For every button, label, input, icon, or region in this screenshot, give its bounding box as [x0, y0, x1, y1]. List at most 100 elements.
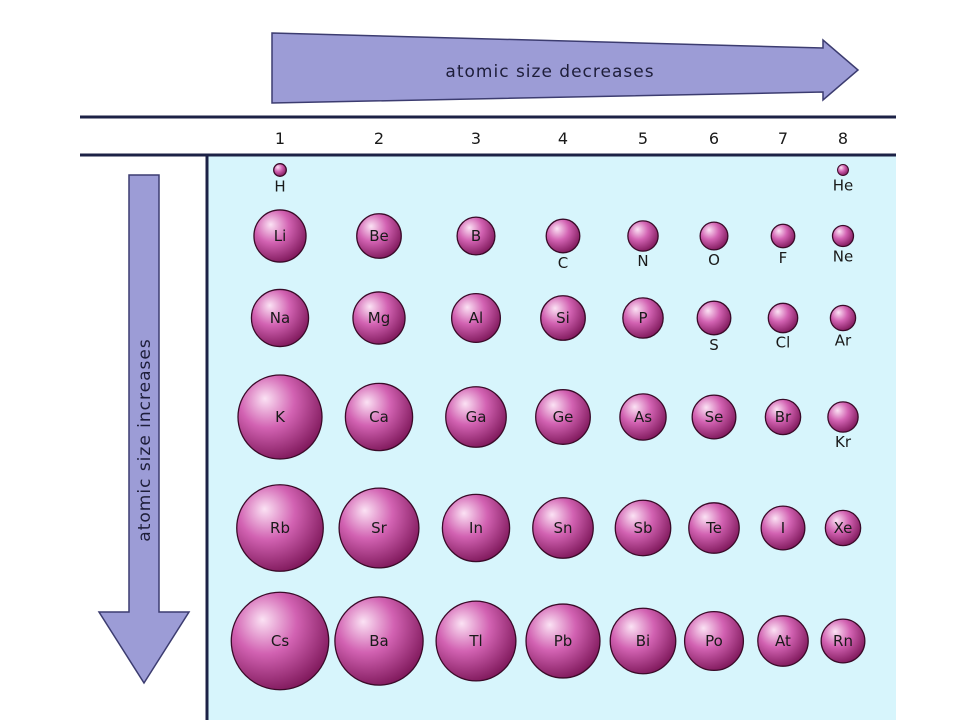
atom-in: In — [441, 493, 511, 563]
atom-label-i: I — [781, 519, 785, 537]
atom-s: S — [696, 300, 732, 354]
atom-sphere-s — [696, 300, 732, 336]
group-number-6: 6 — [709, 129, 719, 148]
atom-label-kr: Kr — [835, 433, 852, 451]
arrow-size-decreases: atomic size decreases — [271, 32, 860, 104]
atom-label-s: S — [709, 336, 719, 354]
atom-se: Se — [691, 394, 737, 440]
group-number-8: 8 — [838, 129, 848, 148]
atom-label-ge: Ge — [553, 408, 574, 426]
atom-sphere-al — [450, 292, 502, 344]
atom-rn: Rn — [820, 618, 866, 664]
arrow-size-increases: atomic size increases — [97, 174, 191, 685]
atom-label-sr: Sr — [371, 519, 388, 537]
atom-ar: Ar — [829, 304, 857, 350]
atom-sphere-c — [545, 218, 581, 254]
atom-label-li: Li — [274, 227, 287, 245]
atom-label-na: Na — [270, 309, 290, 327]
atom-label-cl: Cl — [776, 334, 791, 352]
atom-label-ga: Ga — [466, 408, 487, 426]
atom-sphere-rn — [820, 618, 866, 664]
atom-cl: Cl — [767, 302, 799, 352]
atom-label-ba: Ba — [369, 632, 388, 650]
atom-br: Br — [764, 398, 802, 436]
atom-sphere-k — [237, 374, 323, 460]
atom-at: At — [757, 615, 809, 667]
atom-be: Be — [356, 213, 402, 259]
atom-label-al: Al — [469, 309, 483, 327]
atom-label-pb: Pb — [554, 632, 573, 650]
atom-label-sn: Sn — [553, 519, 572, 537]
atom-label-si: Si — [556, 309, 570, 327]
atom-li: Li — [253, 209, 307, 263]
atom-sphere-f — [770, 223, 796, 249]
atom-ga: Ga — [445, 386, 507, 448]
atom-label-tl: Tl — [468, 632, 482, 650]
atom-label-he: He — [833, 176, 854, 194]
atom-sphere-in — [441, 493, 511, 563]
atom-label-ne: Ne — [833, 248, 853, 266]
atom-po: Po — [683, 610, 745, 672]
atom-sphere-mg — [352, 291, 406, 345]
atom-sphere-o — [699, 221, 729, 251]
atom-sphere-tl — [435, 600, 517, 682]
atom-mg: Mg — [352, 291, 406, 345]
atom-label-sb: Sb — [633, 519, 652, 537]
atom-as: As — [619, 393, 667, 441]
atom-na: Na — [250, 288, 310, 348]
atom-sb: Sb — [614, 499, 672, 557]
atom-ne: Ne — [831, 224, 855, 266]
atom-sphere-he — [837, 164, 849, 176]
atom-sphere-n — [627, 220, 659, 252]
atom-label-f: F — [779, 249, 788, 267]
atom-label-be: Be — [369, 227, 389, 245]
group-number-1: 1 — [275, 129, 285, 148]
atom-sphere-ca — [344, 382, 414, 452]
atom-sphere-sn — [532, 497, 594, 559]
atom-sphere-sb — [614, 499, 672, 557]
atom-rb: Rb — [236, 484, 324, 572]
atom-sphere-po — [683, 610, 745, 672]
atom-sn: Sn — [532, 497, 594, 559]
atom-label-as: As — [634, 408, 652, 426]
atom-label-cs: Cs — [271, 632, 289, 650]
atom-label-in: In — [469, 519, 483, 537]
atom-sphere-cl — [767, 302, 799, 334]
group-number-5: 5 — [638, 129, 648, 148]
right-arrow-icon — [271, 32, 860, 104]
group-number-4: 4 — [558, 129, 568, 148]
atom-c: C — [545, 218, 581, 272]
atom-ge: Ge — [535, 389, 591, 445]
atom-sphere-ar — [829, 304, 857, 332]
atom-label-rn: Rn — [833, 632, 853, 650]
atom-label-h: H — [274, 177, 285, 195]
atom-sphere-h — [273, 163, 287, 177]
atom-sphere-sr — [338, 487, 420, 569]
atom-sphere-ga — [445, 386, 507, 448]
atom-label-o: O — [708, 251, 720, 269]
atom-xe: Xe — [824, 509, 862, 547]
atom-label-at: At — [775, 632, 791, 650]
atom-sphere-i — [760, 505, 806, 551]
arrow-label-increases: atomic size increases — [135, 338, 155, 541]
atom-bi: Bi — [609, 607, 677, 675]
atom-sphere-as — [619, 393, 667, 441]
atom-i: I — [760, 505, 806, 551]
atom-he: He — [833, 164, 854, 194]
atom-sphere-te — [688, 502, 740, 554]
atom-pb: Pb — [525, 603, 601, 679]
atom-sphere-ba — [334, 596, 424, 686]
group-number-7: 7 — [778, 129, 788, 148]
atom-label-br: Br — [775, 408, 792, 426]
atom-sphere-bi — [609, 607, 677, 675]
atom-sphere-b — [456, 216, 496, 256]
atom-label-n: N — [637, 252, 648, 270]
atom-label-mg: Mg — [368, 309, 390, 327]
atom-ca: Ca — [344, 382, 414, 452]
atom-si: Si — [540, 295, 586, 341]
atom-label-se: Se — [705, 408, 724, 426]
atom-sphere-at — [757, 615, 809, 667]
